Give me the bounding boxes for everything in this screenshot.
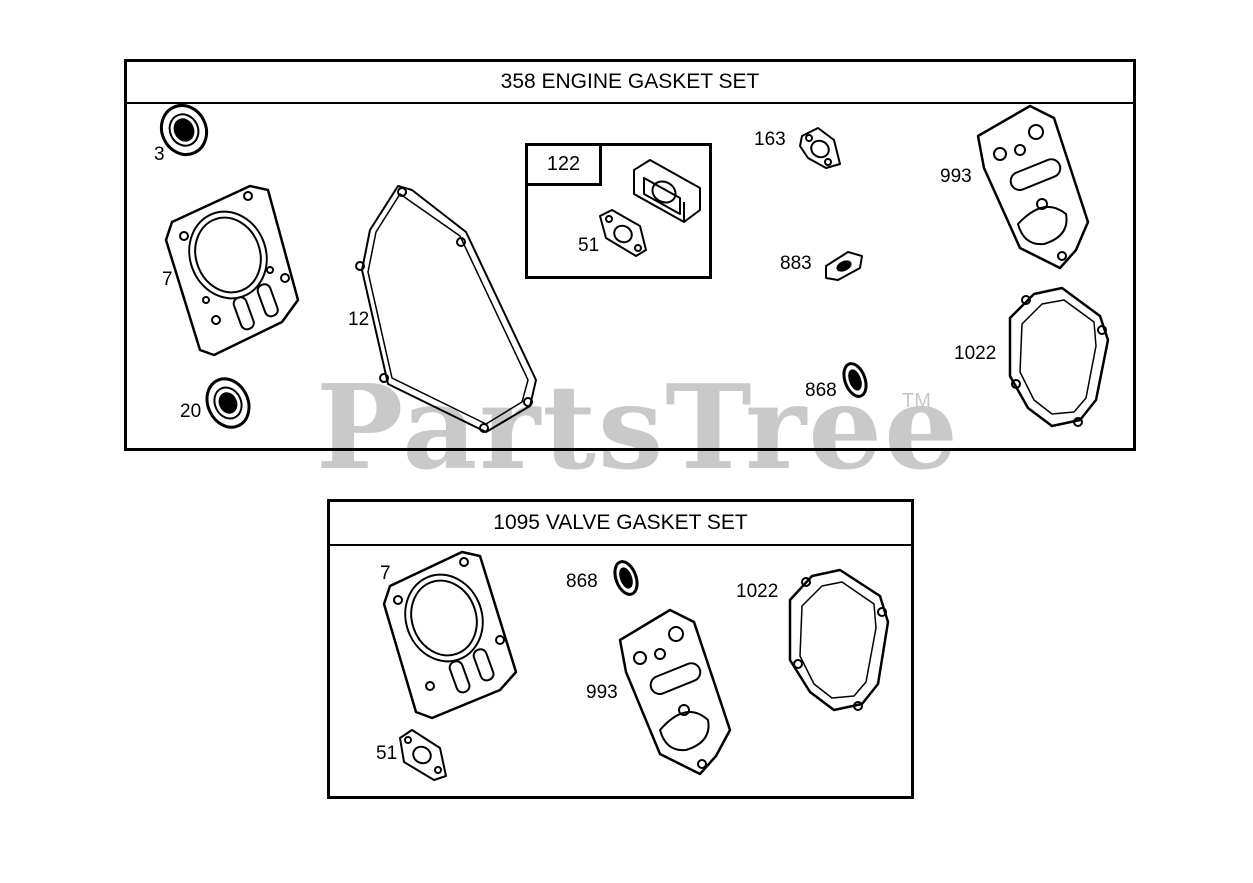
oil-seal-3-drawing[interactable]: [153, 98, 214, 162]
engine-gasket-set-title: 358 ENGINE GASKET SET: [127, 62, 1133, 104]
valve-callout-1022[interactable]: 1022: [736, 581, 779, 602]
valve-callout-7[interactable]: 7: [380, 563, 391, 584]
engine-gasket-set-panel: 358 ENGINE GASKET SET: [124, 59, 1136, 451]
valve-set-gasket-1022-drawing[interactable]: [788, 568, 890, 712]
gasket-163-drawing[interactable]: [799, 127, 841, 169]
seal-868-drawing[interactable]: [840, 361, 870, 400]
gasket-993-drawing[interactable]: [976, 104, 1090, 270]
callout-12[interactable]: 12: [348, 309, 370, 330]
crankcase-gasket-12-drawing[interactable]: [355, 185, 537, 433]
valve-gasket-set-title: 1095 VALVE GASKET SET: [330, 502, 911, 546]
callout-1022[interactable]: 1022: [954, 343, 997, 364]
callout-3[interactable]: 3: [154, 144, 165, 165]
valve-set-gasket-51-drawing[interactable]: [399, 729, 447, 781]
valve-set-seal-868-drawing[interactable]: [611, 559, 641, 598]
carburetor-spacer-drawing[interactable]: [633, 159, 701, 223]
valve-set-gasket-993-drawing[interactable]: [618, 608, 732, 776]
partstree-watermark: PartsTree: [316, 360, 960, 496]
valve-cover-gasket-1022-drawing[interactable]: [1008, 286, 1110, 428]
head-gasket-7-drawing[interactable]: [164, 184, 300, 357]
valve-set-head-gasket-7-drawing[interactable]: [382, 550, 518, 720]
callout-51[interactable]: 51: [578, 235, 600, 256]
oil-seal-20-drawing[interactable]: [199, 372, 256, 434]
callout-20[interactable]: 20: [180, 401, 202, 422]
valve-callout-993[interactable]: 993: [586, 682, 618, 703]
valve-gasket-set-panel: 1095 VALVE GASKET SET: [327, 499, 914, 799]
valve-callout-868[interactable]: 868: [566, 571, 598, 592]
callout-163[interactable]: 163: [754, 129, 786, 150]
callout-883[interactable]: 883: [780, 253, 812, 274]
callout-993[interactable]: 993: [940, 166, 972, 187]
trademark-mark: TM: [902, 390, 931, 412]
callout-868[interactable]: 868: [805, 380, 837, 401]
valve-callout-51[interactable]: 51: [376, 743, 398, 764]
carburetor-gasket-subkit-box: 122: [525, 143, 712, 279]
gasket-883-drawing[interactable]: [825, 251, 863, 281]
subkit-number[interactable]: 122: [528, 146, 602, 186]
carburetor-gasket-51-drawing[interactable]: [599, 209, 647, 257]
callout-7[interactable]: 7: [162, 269, 173, 290]
